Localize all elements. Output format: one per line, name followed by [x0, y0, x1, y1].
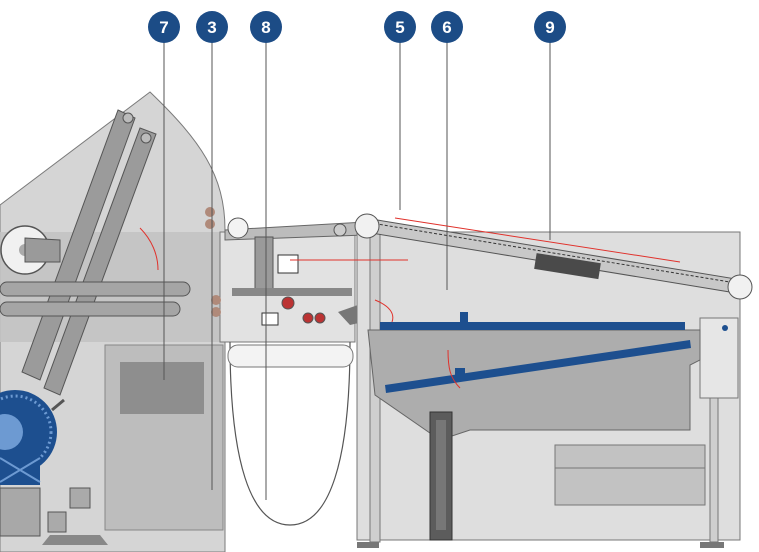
callout-6: 6 — [431, 11, 463, 43]
callout-circle — [148, 11, 180, 43]
callout-number: 6 — [442, 18, 451, 37]
callout-circle — [384, 11, 416, 43]
callout-3: 3 — [196, 11, 228, 43]
callout-9: 9 — [534, 11, 566, 43]
callout-5: 5 — [384, 11, 416, 43]
blue-bars — [380, 312, 691, 393]
callout-number: 3 — [207, 18, 216, 37]
callout-circle — [250, 11, 282, 43]
callout-circle — [431, 11, 463, 43]
callout-number: 9 — [545, 18, 554, 37]
callout-circle — [196, 11, 228, 43]
left-roller — [0, 225, 61, 275]
callout-number: 5 — [395, 18, 404, 37]
motion-arrows — [139, 217, 681, 389]
feet — [357, 542, 724, 548]
callout-leaders — [163, 42, 551, 500]
incline-conveyor — [354, 213, 753, 300]
left-base — [0, 487, 108, 545]
callout-7: 7 — [148, 11, 180, 43]
vertical-cylinder — [429, 411, 453, 541]
callout-number: 8 — [261, 18, 270, 37]
callout-number: 7 — [159, 18, 168, 37]
callout-8: 8 — [250, 11, 282, 43]
cabinet-window — [120, 362, 204, 414]
blue-drum — [0, 390, 65, 485]
callout-circle — [534, 11, 566, 43]
horizontal-rails — [0, 281, 191, 317]
middle-unit — [205, 207, 372, 526]
